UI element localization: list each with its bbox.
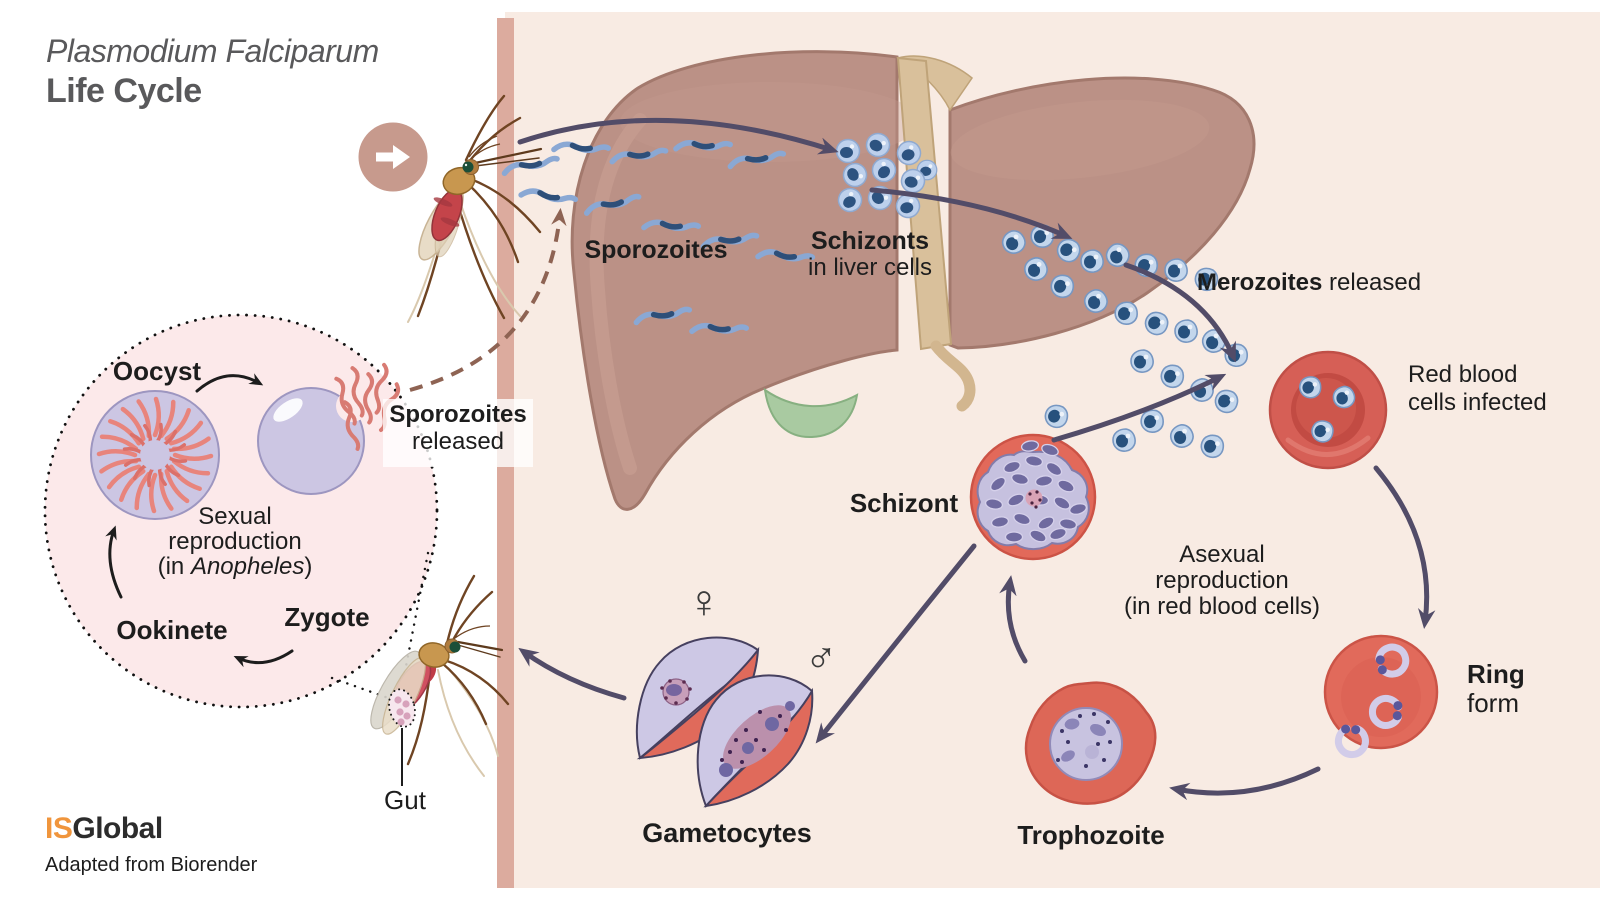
mosquito-top bbox=[407, 94, 543, 323]
trophozoite-cell bbox=[1024, 681, 1157, 805]
label-trophozoite: Trophozoite bbox=[1017, 820, 1165, 850]
liver-illustration bbox=[570, 50, 1256, 511]
burst-oocyst-illustration bbox=[257, 362, 403, 495]
label-red-blood-line1: Red blood bbox=[1408, 361, 1518, 388]
label-ookinete: Ookinete bbox=[116, 615, 228, 645]
label-sporozoites-released-line1: Sporozoites bbox=[389, 401, 527, 428]
mosquito-eye bbox=[462, 161, 474, 173]
arrow-circle-icon bbox=[358, 122, 428, 192]
schizont-cell bbox=[969, 433, 1097, 561]
ookinete-to-oocyst-arrow bbox=[105, 525, 123, 599]
label-sexual-line3-pre: (in bbox=[157, 553, 191, 581]
gallbladder bbox=[763, 387, 859, 439]
gametocytes-illustration bbox=[635, 636, 814, 808]
oocyst-arrow bbox=[195, 373, 264, 393]
liver-release-arrow bbox=[869, 187, 1073, 239]
merozoites-arrow-lower bbox=[1051, 373, 1227, 443]
label-asexual-line1: Asexual bbox=[1179, 541, 1265, 568]
label-merozoites-released: Merozoites released bbox=[1197, 269, 1422, 297]
label-anopheles: Anopheles bbox=[190, 553, 305, 581]
label-red-blood-line2: cells infected bbox=[1408, 388, 1547, 416]
ring-form-cell bbox=[1323, 634, 1439, 756]
oocyst-illustration bbox=[90, 390, 220, 520]
cycle-arrows bbox=[409, 117, 1436, 801]
title-species: Plasmodium Falciparum bbox=[46, 33, 379, 69]
title-life-cycle: Life Cycle bbox=[46, 71, 202, 110]
label-merozoites: Merozoites bbox=[1197, 269, 1323, 296]
label-gametocytes: Gametocytes bbox=[642, 818, 812, 848]
sporozoites-released-dashed-arrow bbox=[409, 207, 567, 392]
label-sexual-line1: Sexual bbox=[198, 503, 272, 530]
label-oocyst: Oocyst bbox=[112, 356, 202, 386]
logo-is: IS bbox=[45, 812, 73, 845]
label-zygote: Zygote bbox=[284, 602, 370, 632]
gametocytes-to-mosquito-arrow bbox=[518, 647, 627, 701]
female-icon: ♀ bbox=[686, 575, 722, 627]
trophozoite-to-schizont-arrow bbox=[999, 575, 1028, 664]
label-sexual-reproduction: Sexual reproduction (in Anopheles) bbox=[158, 504, 313, 580]
label-sexual-line3-post: ) bbox=[304, 553, 313, 581]
label-red-blood-cells: Red blood cells infected bbox=[1408, 361, 1547, 416]
infected-red-blood-cell bbox=[1268, 350, 1388, 470]
logo-global: Global bbox=[72, 812, 163, 845]
credit-line: Adapted from Biorender bbox=[45, 854, 258, 876]
zygote-to-ookinete-arrow bbox=[233, 649, 294, 668]
label-schizont: Schizont bbox=[849, 488, 959, 518]
label-sexual-line2: reproduction bbox=[168, 528, 302, 556]
label-ring-form: Ring form bbox=[1467, 660, 1525, 717]
page-title: Plasmodium Falciparum Life Cycle bbox=[46, 33, 379, 110]
callout-line-lower bbox=[330, 676, 396, 702]
rbc-to-ring-arrow bbox=[1373, 465, 1436, 629]
label-ring: Ring bbox=[1467, 659, 1525, 689]
male-icon: ♂ bbox=[804, 632, 838, 681]
label-sporozoites-released: Sporozoites released bbox=[383, 401, 533, 456]
label-schizonts-liver: Schizonts in liver cells bbox=[808, 227, 932, 282]
callout-line-upper bbox=[399, 551, 430, 694]
mosquito-to-liver-arrow bbox=[517, 117, 839, 155]
label-ring-suffix: form bbox=[1467, 687, 1519, 718]
ring-to-trophozoite-arrow bbox=[1169, 766, 1321, 801]
label-asexual-line2: reproduction bbox=[1155, 566, 1289, 594]
label-asexual-reproduction: Asexual reproduction (in red blood cells… bbox=[1124, 542, 1320, 620]
label-schizonts-liver-line2: in liver cells bbox=[807, 254, 933, 281]
mosquito-bottom bbox=[370, 574, 510, 786]
label-sporozoites-released-line2: released bbox=[411, 427, 505, 455]
label-sporozoites: Sporozoites bbox=[584, 236, 728, 264]
sexual-reproduction-circle bbox=[43, 313, 439, 709]
schizont-to-gametocytes-arrow bbox=[815, 543, 977, 744]
isglobal-logo: ISGlobal bbox=[45, 812, 163, 846]
sporozoites-released-backdrop: Sporozoites released bbox=[383, 399, 533, 467]
label-asexual-line3: (in red blood cells) bbox=[1123, 592, 1321, 620]
label-sexual-line3: (in Anopheles) bbox=[158, 554, 313, 579]
label-gut: Gut bbox=[384, 785, 426, 815]
merozoites-arrow-upper bbox=[1123, 262, 1236, 363]
label-schizonts-liver-line1: Schizonts bbox=[810, 227, 930, 255]
label-merozoites-suffix: released bbox=[1322, 269, 1422, 296]
mosquito-eye bbox=[449, 641, 461, 653]
male-gametocyte bbox=[696, 674, 814, 808]
